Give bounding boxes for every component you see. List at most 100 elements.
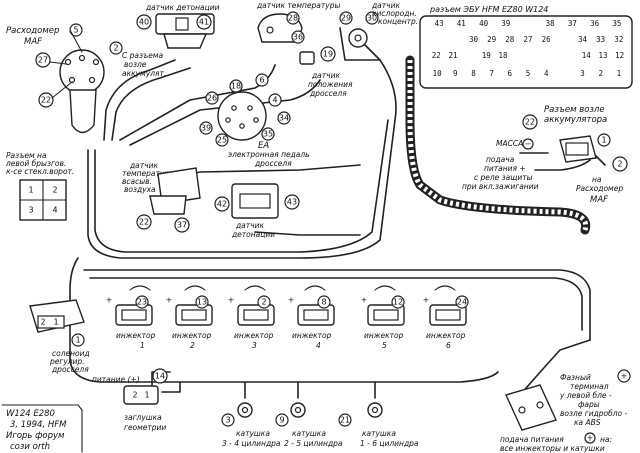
pedal-label-2: электронная педаль [228, 150, 310, 159]
diag-title-1: Разъем на [6, 151, 47, 160]
idle-pin-1: 1 [53, 318, 58, 327]
knock-sensor-2: 42 43 датчик детонации [214, 183, 300, 239]
injector-2: + 13 инжектор 2 [166, 295, 213, 350]
maf-sensor: Расходомер MAF 5 27 22 2 С разъема возле… [6, 23, 166, 134]
temp-sensor: датчик температуры 28 36 [256, 1, 340, 44]
maf-pin-27: 27 [38, 56, 48, 65]
maf-pin-5: 5 [73, 26, 78, 35]
ecu-pin-27: 27 [523, 35, 532, 44]
injector-3-pin: 2 [261, 298, 266, 307]
plus-sign: + [166, 296, 173, 305]
knock1-pin-40: 40 [139, 18, 149, 27]
plug-pin-14: 14 [155, 372, 165, 381]
phase-label-2: терминал [570, 382, 609, 391]
knock2-pin-42: 42 [217, 200, 227, 209]
ecu-pin-13: 13 [598, 51, 607, 60]
ground-sign: − [525, 140, 532, 149]
phase-label-1: Фазный [560, 373, 591, 382]
o2-pin-30: 30 [367, 14, 377, 23]
plus-sign: + [106, 296, 113, 305]
ecu-pin-43: 43 [435, 19, 444, 28]
ecu-pin-18: 18 [498, 51, 508, 60]
injector-5-label: инжектор [364, 331, 404, 340]
pedal-label-3: дросселя [254, 159, 292, 168]
tps-pin-19: 19 [323, 50, 333, 59]
ecu-pin-12: 12 [615, 51, 624, 60]
temp-pin-28: 28 [288, 14, 298, 23]
ecu-pin-1: 1 [617, 69, 622, 78]
ecu-pin-22: 22 [432, 51, 441, 60]
ecu-pin-39: 39 [501, 19, 510, 28]
injector-3-label: инжектор [234, 331, 274, 340]
maf-feed-label-2: Расходомер [576, 184, 623, 193]
tps-label-1: датчик [311, 71, 340, 80]
signature-block: W124 E280 3, 1994, HFM Игорь форум сози … [1, 404, 83, 453]
plug-label-1: заглушка [124, 413, 162, 422]
idle-label-1: соленоид [52, 349, 90, 358]
maf-plug-label-3: аккумулят. [122, 69, 166, 78]
maf-title-2: MAF [24, 37, 42, 47]
signature-line-1: W124 E280 [6, 409, 55, 419]
ecu-pin-7: 7 [489, 69, 494, 78]
ecu-pin-33: 33 [596, 35, 605, 44]
tps-label-3: дросселя [309, 89, 347, 98]
ecu-pin-32: 32 [614, 35, 623, 44]
injector-3: + 2 инжектор 3 [228, 295, 275, 350]
knock2-pin-43: 43 [287, 198, 297, 207]
plug-pin-2: 2 [132, 391, 137, 400]
maf-feed-label-1: на [592, 175, 602, 184]
coil-3-pin: 21 [340, 416, 350, 425]
iat-label-2: температуры [122, 169, 175, 178]
injector-2-pin: 13 [197, 298, 207, 307]
plus-sign: + [288, 296, 295, 305]
ecu-pin-41: 41 [457, 19, 466, 28]
iat-label-4: воздуха [124, 185, 156, 194]
injector-1-num: 1 [140, 341, 145, 350]
phase-plus: + [621, 372, 628, 381]
pedal-pin-18: 18 [231, 82, 241, 91]
tps-label-2: положения [308, 80, 353, 89]
ecu-pin-4: 4 [544, 69, 549, 78]
maf-pin-22: 22 [41, 96, 51, 105]
iat-pin-37: 37 [177, 221, 187, 230]
injector-4-num: 4 [316, 341, 321, 350]
relay-label-2: питания + [484, 164, 526, 173]
ecu-pin-30: 30 [469, 35, 479, 44]
phase-label-3: у левой бле - [559, 391, 612, 400]
injector-4-pin: 8 [321, 298, 326, 307]
ground-pin: 22 [525, 118, 535, 127]
diag-pin-3: 3 [28, 206, 33, 215]
signature-line-3: Игорь форум [6, 431, 65, 441]
oxygen-sensor: 29 30 датчик кислородн. концентр. [339, 1, 418, 48]
plus-sign: + [228, 296, 235, 305]
ecu-pin-9: 9 [453, 69, 458, 78]
bottom-feed-label-2: на: [600, 435, 612, 444]
battery-label-2: аккумулятора [544, 115, 607, 125]
ecu-title: разъем ЭБУ HFM EZ80 W124 [429, 5, 548, 14]
diag-pin-4: 4 [52, 206, 57, 215]
idle-pin-2: 2 [40, 318, 45, 327]
injector-2-label: инжектор [172, 331, 212, 340]
ecu-pin-21: 21 [448, 51, 457, 60]
coil-2-5: 9 катушка 2 - 5 цилиндра [275, 402, 343, 448]
relay-label-4: при вкл.зажигании [462, 182, 539, 191]
idle-label-3: дросселя [51, 365, 89, 374]
ecu-pin-19: 19 [482, 51, 491, 60]
coil-3-label-2: 1 - 6 цилиндра [360, 439, 419, 448]
injector-1: + 23 инжектор 1 [106, 295, 156, 350]
coil-2-label: катушка [292, 429, 326, 438]
pedal-pin-35: 35 [263, 130, 273, 139]
coil-1-label: катушка [236, 429, 270, 438]
knock-sensor-1: датчик детонации 40 41 [136, 3, 220, 49]
injector-5-pin: 12 [393, 298, 403, 307]
injector-4: + 8 инжектор 4 [288, 295, 335, 350]
o2-label-3: концентр. [378, 17, 418, 26]
o2-pin-29: 29 [341, 14, 351, 23]
injectors: + 23 инжектор 1 + 13 инжектор 2 + 2 инже… [106, 295, 469, 350]
battery-pin-1: 1 [601, 136, 606, 145]
maf-feed-label-3: MAF [590, 195, 608, 205]
injector-2-num: 2 [190, 341, 195, 350]
ecu-pin-38: 38 [546, 19, 556, 28]
